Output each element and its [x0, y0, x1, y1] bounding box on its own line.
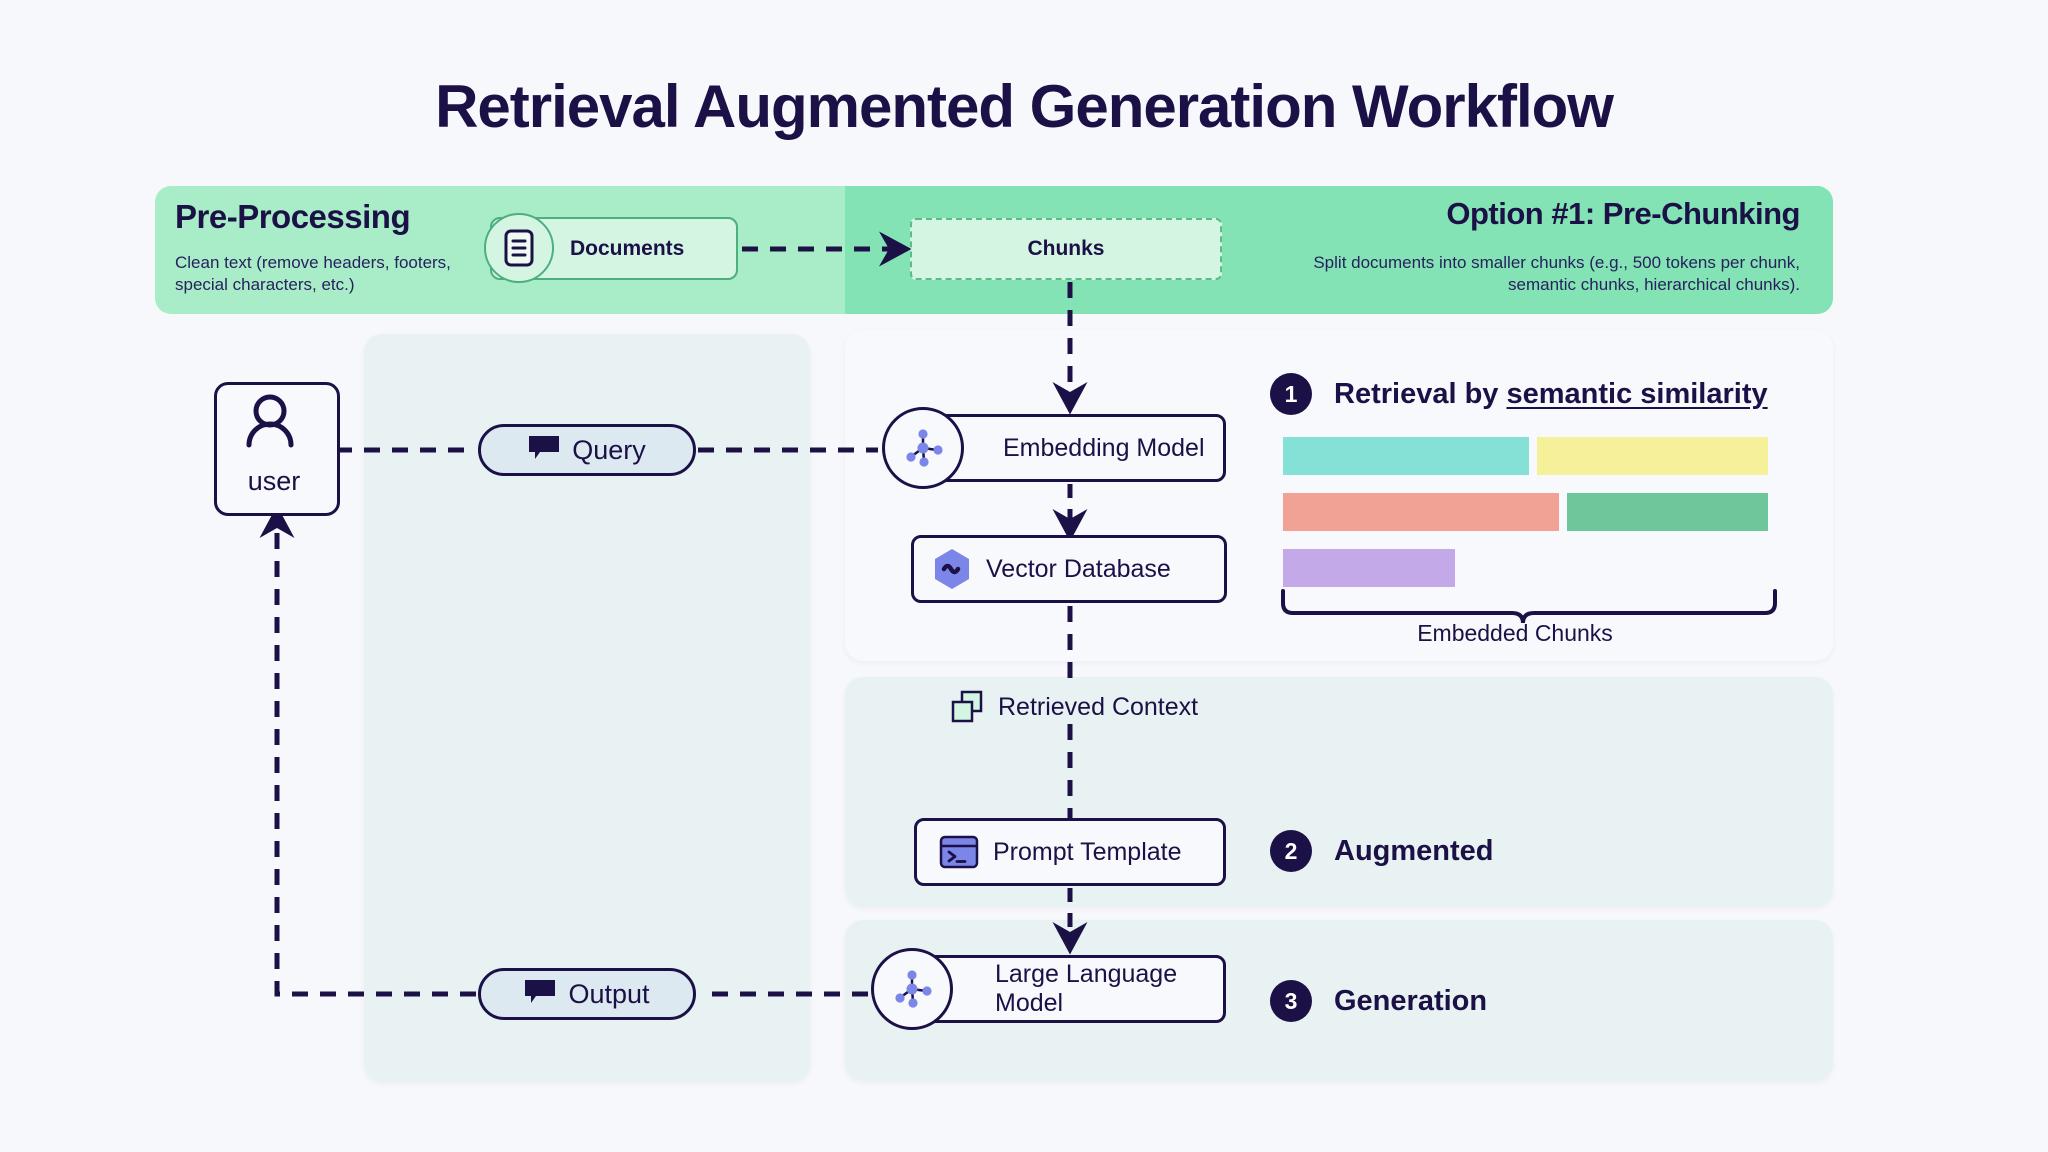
step-2-label: Augmented	[1334, 834, 1494, 867]
chunk-bar-segment	[1283, 437, 1529, 475]
step-3-badge: 3	[1270, 980, 1312, 1022]
step-1-emphasis: semantic similarity	[1506, 377, 1768, 410]
stacked-squares-icon	[950, 690, 984, 724]
vector-database-node[interactable]: Vector Database	[911, 535, 1227, 603]
document-icon	[484, 213, 554, 283]
large-language-model-label: Large Language Model	[995, 960, 1178, 1017]
prompt-template-label: Prompt Template	[993, 837, 1182, 866]
hexagon-database-icon	[932, 547, 972, 591]
step-2-augmented: 2 Augmented	[1270, 830, 1494, 872]
chunks-label: Chunks	[1027, 237, 1105, 260]
preprocessing-subtitle: Clean text (remove headers, footers, spe…	[175, 253, 451, 294]
chunk-bar-segment	[1283, 493, 1559, 531]
chat-bubble-icon	[524, 979, 556, 1010]
option-title: Option #1: Pre-Chunking	[1446, 196, 1800, 231]
chunk-bar-segment	[1566, 493, 1769, 531]
embedding-model-node[interactable]: Embedding Model	[920, 414, 1226, 482]
step-3-generation: 3 Generation	[1270, 980, 1487, 1022]
step-2-badge: 2	[1270, 830, 1312, 872]
chunk-bar-segment	[1537, 437, 1769, 475]
page-title: Retrieval Augmented Generation Workflow	[435, 73, 1614, 140]
step-1-badge: 1	[1270, 373, 1312, 415]
documents-label: Documents	[570, 236, 685, 260]
option-subtitle: Split documents into smaller chunks (e.g…	[1313, 253, 1800, 294]
chat-bubble-icon	[528, 435, 560, 466]
neural-network-icon	[871, 948, 953, 1030]
large-language-model-node[interactable]: Large Language Model	[920, 955, 1226, 1023]
output-label: Output	[568, 978, 650, 1009]
user-label: user	[247, 466, 301, 496]
prompt-template-node[interactable]: Prompt Template	[914, 818, 1226, 886]
vector-database-label: Vector Database	[986, 554, 1171, 583]
output-node[interactable]: Output	[478, 968, 696, 1020]
embedding-model-label: Embedding Model	[1003, 433, 1205, 462]
chunks-node[interactable]: Chunks	[910, 218, 1222, 280]
retrieved-context-label: Retrieved Context	[998, 692, 1199, 721]
step-1-retrieval: 1 Retrieval by semantic similarity	[1270, 373, 1768, 415]
neural-network-icon	[882, 407, 964, 489]
preprocessing-title: Pre-Processing	[175, 198, 411, 235]
embedded-chunks-label: Embedded Chunks	[1417, 620, 1613, 646]
user-node[interactable]	[214, 382, 340, 516]
terminal-icon	[939, 834, 979, 870]
chunk-bar-segment	[1283, 549, 1456, 587]
embedded-chunks-bars	[1283, 437, 1775, 587]
query-label: Query	[572, 434, 646, 465]
step-1-label: Retrieval by semantic similarity	[1334, 378, 1768, 411]
query-node[interactable]: Query	[478, 424, 696, 476]
step-1-prefix: Retrieval by	[1334, 377, 1507, 410]
retrieved-context-node[interactable]: Retrieved Context	[950, 690, 1198, 724]
step-3-label: Generation	[1334, 984, 1488, 1017]
